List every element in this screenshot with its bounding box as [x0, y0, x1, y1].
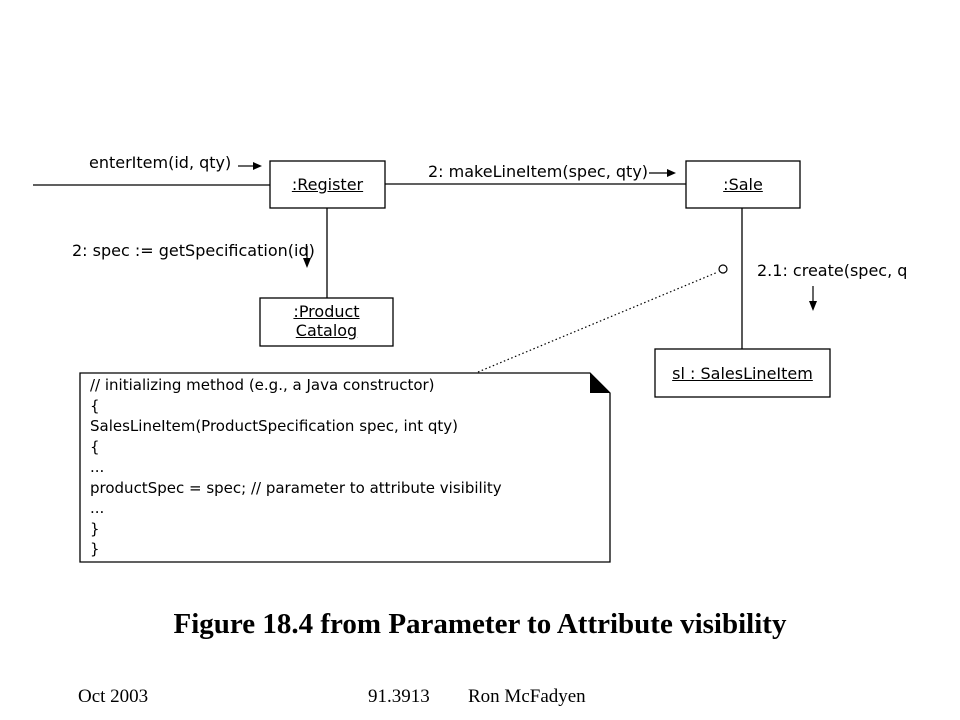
sale-box — [685, 160, 801, 209]
create-arrowhead — [809, 301, 817, 311]
msg-make-line-item: 2: makeLineItem(spec, qty) — [428, 162, 649, 181]
enter-item-arrowhead — [253, 162, 262, 170]
note-line: SalesLineItem(ProductSpecification spec,… — [90, 417, 459, 435]
footer-date: Oct 2003 — [78, 686, 149, 707]
code-note-box — [79, 372, 611, 563]
make-line-item-arrowhead — [667, 169, 676, 177]
note-line: { — [90, 396, 100, 415]
msg-create: 2.1: create(spec, q — [757, 263, 908, 279]
footer-author: Ron McFadyen — [468, 686, 586, 707]
figure-caption: Figure 18.4 from Parameter to Attribute … — [173, 608, 787, 640]
note-line: { — [90, 437, 100, 456]
footer-course: 91.3913 — [368, 686, 430, 707]
sales-line-item-box — [654, 348, 831, 398]
register-label: :Register — [291, 175, 364, 194]
note-line: } — [90, 540, 100, 558]
note-anchor-line — [477, 271, 719, 373]
register-box — [269, 160, 386, 209]
catalog-label-line2: Catalog — [295, 321, 358, 340]
sale-label: :Sale — [723, 175, 763, 194]
note-line: } — [90, 519, 100, 538]
msg-enter-item: enterItem(id, qty) — [89, 153, 232, 172]
note-line: // initializing method (e.g., a Java con… — [90, 376, 435, 394]
get-spec-arrowhead — [303, 258, 311, 268]
product-catalog-box — [259, 297, 394, 347]
catalog-label-line1: :Product — [293, 302, 360, 321]
code-note-text: // initializing method (e.g., a Java con… — [90, 375, 502, 560]
msg-get-spec: 2: spec := getSpecification(id) — [72, 241, 315, 260]
note-line: productSpec = spec; // parameter to attr… — [90, 478, 502, 497]
note-line: ... — [90, 458, 105, 476]
product-catalog-label: :Product Catalog — [260, 302, 393, 340]
note-line: ... — [90, 499, 105, 517]
sales-line-item-label: sl : SalesLineItem — [672, 364, 813, 383]
note-anchor-circle — [718, 264, 728, 274]
note-fold — [590, 373, 610, 393]
